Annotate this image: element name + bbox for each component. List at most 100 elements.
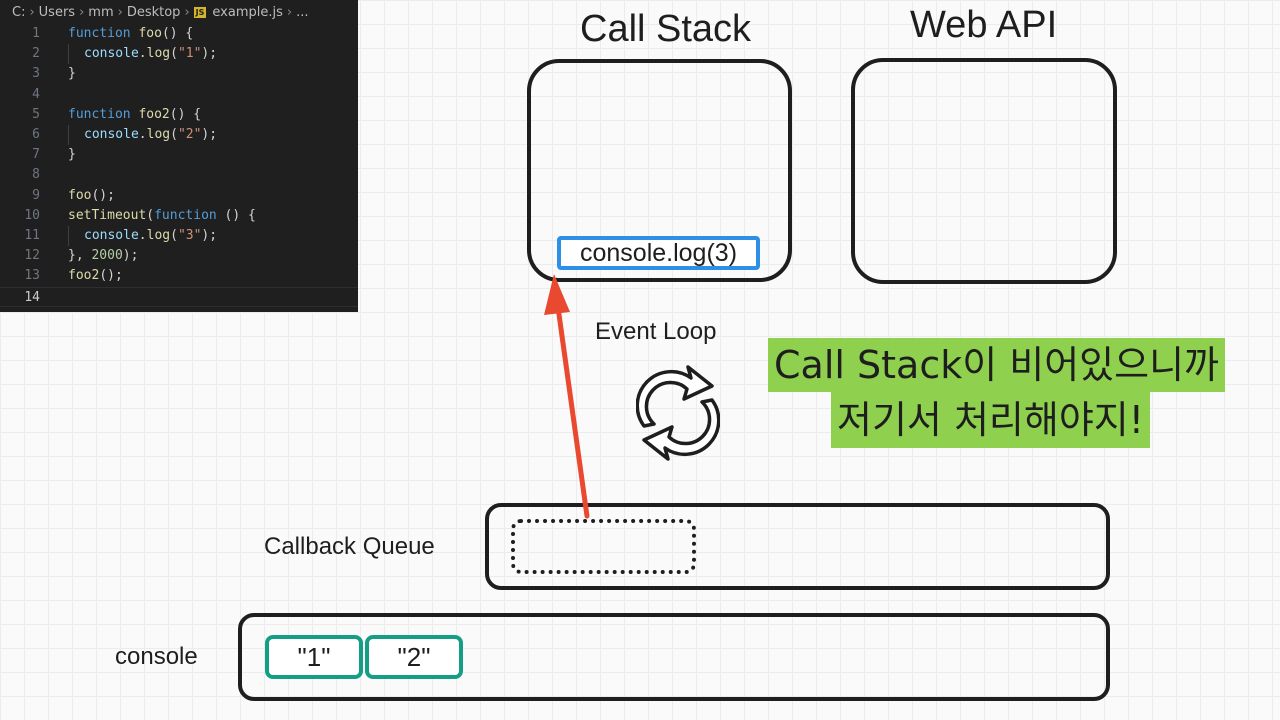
- code-text: function foo() {: [68, 24, 193, 44]
- line-number: 1: [32, 26, 40, 41]
- code-line-active: 14: [0, 287, 358, 307]
- code-token: "1": [177, 46, 202, 61]
- code-line: 7}: [0, 145, 358, 165]
- code-token: () {: [216, 208, 256, 223]
- line-number: 8: [32, 167, 40, 182]
- breadcrumb-more: ...: [296, 5, 309, 20]
- breadcrumb-file: example.js: [212, 5, 283, 20]
- breadcrumb-desktop: Desktop: [126, 5, 181, 20]
- code-token: foo: [68, 188, 92, 203]
- code-token: log: [146, 46, 171, 61]
- code-token: (: [170, 46, 178, 61]
- code-text: console.log("3");: [84, 226, 217, 246]
- web-api-title: Web API: [910, 4, 1058, 46]
- web-api-box: [851, 58, 1117, 284]
- code-token: setTimeout: [68, 208, 147, 223]
- code-token: (: [170, 127, 178, 142]
- code-token: () {: [169, 107, 202, 122]
- js-file-icon: JS: [193, 7, 207, 18]
- console-label: console: [115, 643, 198, 670]
- code-token: function: [68, 26, 139, 41]
- breadcrumb-drive: C:: [12, 5, 26, 20]
- line-number: 5: [32, 107, 40, 122]
- code-token: function: [68, 107, 139, 122]
- call-stack-box: [527, 59, 792, 282]
- code-token: foo2: [68, 268, 100, 283]
- indent-guide: [68, 44, 69, 64]
- code-token: }: [68, 66, 76, 81]
- line-number: 12: [24, 248, 40, 263]
- code-token: }: [68, 147, 76, 162]
- code-token: ();: [91, 188, 115, 203]
- call-stack-item: console.log(3): [557, 236, 760, 270]
- chevron-right-icon: ›: [29, 5, 35, 20]
- indent-guide: [68, 125, 69, 145]
- code-token: );: [122, 248, 139, 263]
- code-token: console: [84, 228, 139, 243]
- code-token: ();: [99, 268, 123, 283]
- line-number: 14: [24, 290, 40, 305]
- code-text: }: [68, 64, 76, 84]
- code-token: function: [154, 208, 217, 223]
- chevron-right-icon: ›: [184, 5, 190, 20]
- code-text: console.log("1");: [84, 44, 217, 64]
- code-token: .: [138, 127, 147, 142]
- code-line: 1 function foo() {: [0, 24, 358, 44]
- breadcrumb-users: Users: [38, 5, 76, 20]
- code-text: foo();: [68, 186, 115, 206]
- code-token: );: [201, 46, 218, 61]
- code-token: (: [146, 208, 155, 223]
- code-token: .: [138, 46, 147, 61]
- line-number: 4: [32, 87, 40, 102]
- code-line: 4: [0, 85, 358, 105]
- breadcrumb-mm: mm: [88, 5, 114, 20]
- code-token: console: [84, 127, 139, 142]
- code-text: }: [68, 145, 76, 165]
- chevron-right-icon: ›: [286, 5, 293, 20]
- code-token: foo2: [138, 107, 170, 122]
- code-token: );: [201, 127, 218, 142]
- code-text: }, 2000);: [68, 246, 138, 266]
- chevron-right-icon: ›: [117, 5, 123, 20]
- line-number: 10: [24, 208, 40, 223]
- code-token: log: [146, 228, 171, 243]
- code-text: foo2();: [68, 266, 123, 286]
- code-line: 13 foo2();: [0, 266, 358, 286]
- note-line-2: 저기서 처리해야지!: [831, 392, 1150, 448]
- refresh-icon: [636, 365, 720, 461]
- console-box: [238, 613, 1110, 701]
- chevron-right-icon: ›: [79, 5, 85, 20]
- code-token: log: [146, 127, 171, 142]
- line-number: 3: [32, 66, 40, 81]
- line-number: 13: [24, 268, 40, 283]
- line-number: 9: [32, 188, 40, 203]
- code-text: console.log("2");: [84, 125, 217, 145]
- callback-queue-label: Callback Queue: [264, 533, 435, 560]
- code-token: 2000: [91, 248, 123, 263]
- call-stack-title: Call Stack: [580, 8, 752, 50]
- code-text: setTimeout(function () {: [68, 206, 256, 226]
- console-output-2: "2": [365, 635, 463, 679]
- code-line: 8: [0, 165, 358, 185]
- code-line: 2 console.log("1");: [0, 44, 358, 64]
- code-token: (: [170, 228, 178, 243]
- code-line: 10 setTimeout(function () {: [0, 206, 358, 226]
- code-token: "3": [177, 228, 202, 243]
- code-line: 6 console.log("2");: [0, 125, 358, 145]
- code-line: 12}, 2000);: [0, 246, 358, 266]
- code-token: },: [68, 248, 92, 263]
- code-text: function foo2() {: [68, 105, 201, 125]
- code-token: () {: [161, 26, 194, 41]
- code-line: 3}: [0, 64, 358, 84]
- event-loop-arrow: [544, 274, 590, 519]
- code-token: "2": [177, 127, 202, 142]
- indent-guide: [68, 226, 69, 246]
- line-number: 6: [32, 127, 40, 142]
- code-line: 5 function foo2() {: [0, 105, 358, 125]
- callback-queue-box: [485, 503, 1110, 590]
- code-token: console: [84, 46, 139, 61]
- line-number: 2: [32, 46, 40, 61]
